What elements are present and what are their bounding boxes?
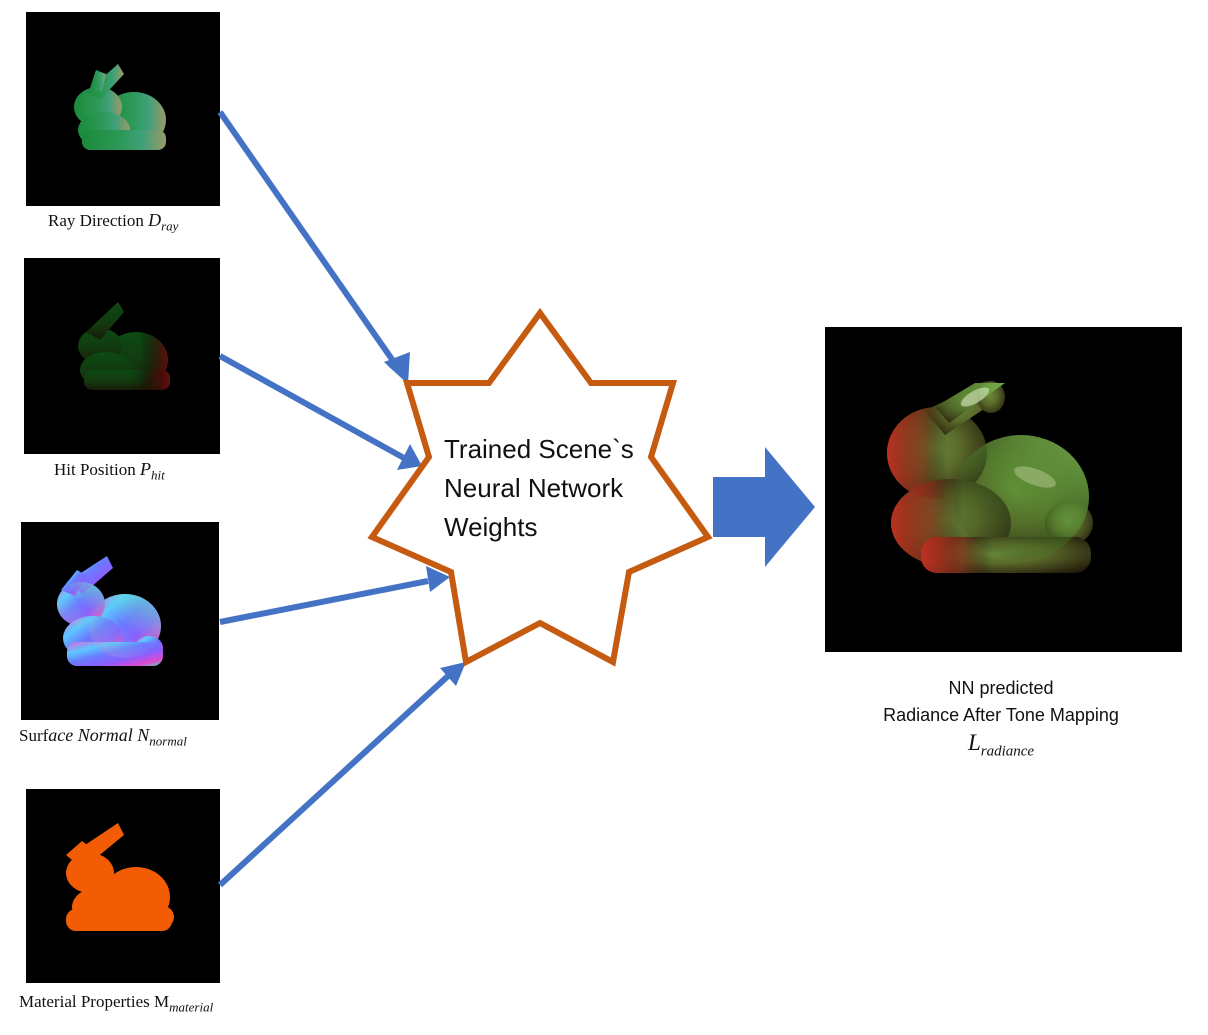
- material-properties-caption: Material Properties Mmaterial: [19, 992, 214, 1015]
- output-caption-line2: Radiance After Tone Mapping: [883, 705, 1119, 725]
- material-properties-image: [26, 789, 220, 983]
- surface-normal-caption: Surface Normal Nnormal: [19, 725, 187, 749]
- output-caption-line1: NN predicted: [948, 678, 1054, 698]
- bunny-silhouette-radiance: [887, 381, 1093, 573]
- arrow-head-material-properties: [440, 662, 466, 686]
- surface-normal-image: [21, 522, 219, 720]
- arrow-head-surface-normal: [426, 566, 450, 592]
- output-symbol: Lradiance: [967, 730, 1035, 760]
- radiance-output-image: [825, 327, 1182, 652]
- hit-position-caption: Hit Position Phit: [54, 459, 165, 483]
- bunny-silhouette-normal: [57, 556, 163, 666]
- ray-direction-caption: Ray Direction Dray: [48, 210, 179, 234]
- bunny-silhouette-hit: [78, 302, 170, 390]
- bunny-silhouette-ray: [74, 64, 166, 150]
- ray-direction-image: [26, 12, 220, 206]
- arrow-surface-normal: [219, 578, 429, 625]
- arrow-head-hit-position: [397, 444, 422, 470]
- hit-position-image: [24, 258, 220, 454]
- neural-network-star: [367, 307, 713, 667]
- output-block-arrow: [713, 447, 815, 567]
- arrow-ray-direction: [217, 110, 401, 370]
- arrow-hit-position: [218, 353, 406, 461]
- bunny-silhouette-material: [66, 823, 174, 931]
- neural-network-label: Trained Scene`s Neural Network Weights: [444, 434, 634, 542]
- arrow-material-properties: [217, 673, 451, 888]
